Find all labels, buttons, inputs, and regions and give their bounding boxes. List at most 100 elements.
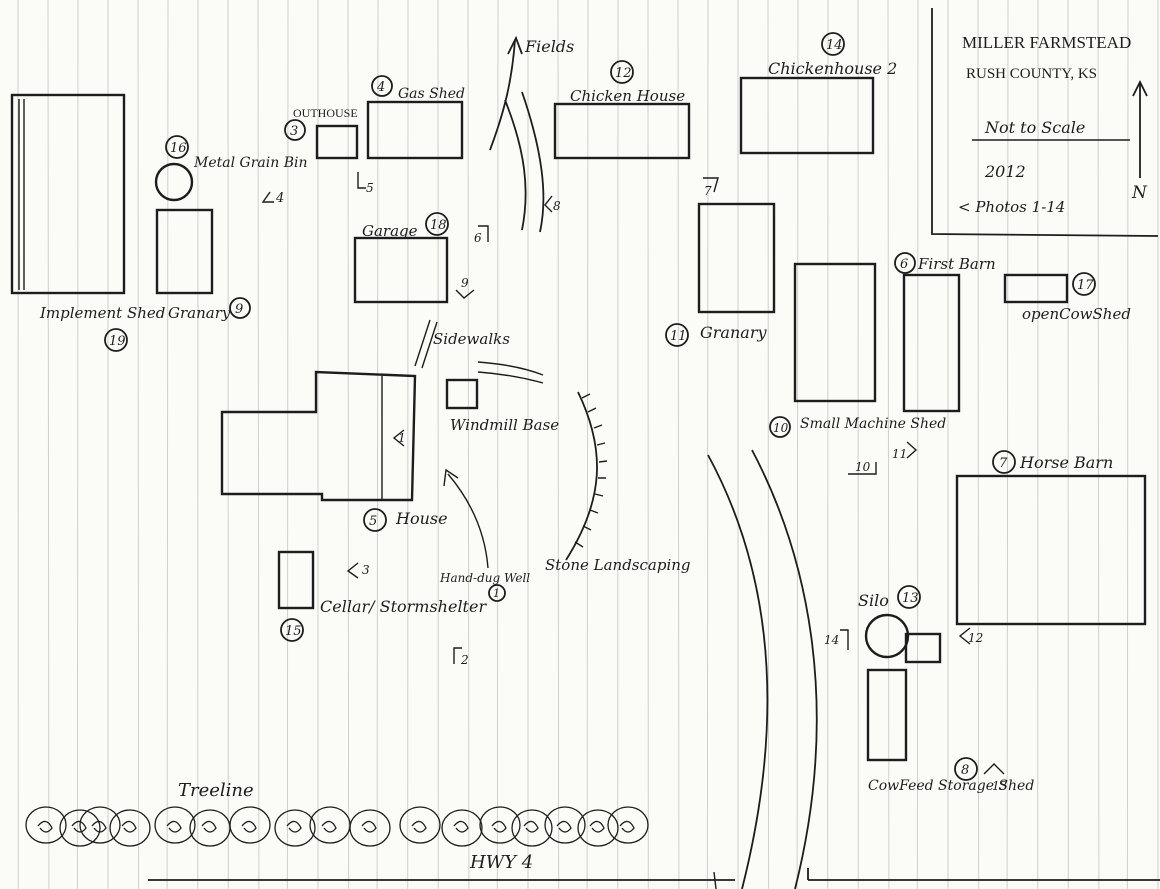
tree-icon <box>309 806 351 844</box>
chicken-house-label: Chicken House <box>570 87 685 105</box>
tree-scribble <box>91 820 107 833</box>
map-year: 2012 <box>984 162 1026 181</box>
first-barn-label: First Barn <box>917 255 996 273</box>
tree-scribble <box>619 820 635 833</box>
tree-icon <box>59 809 101 847</box>
ruled-line <box>586 0 589 889</box>
outhouse: 3 OUTHOUSE <box>284 106 359 160</box>
title-block: MILLER FARMSTEAD RUSH COUNTY, KS Not to … <box>931 8 1159 237</box>
ruled-line <box>677 0 680 889</box>
granary-west: Granary 9 <box>155 208 251 322</box>
sidewalks-label: Sidewalks <box>433 330 510 348</box>
windmill-base-label: Windmill Base <box>450 416 559 434</box>
tree-scribble <box>411 820 427 833</box>
horse-barn: 7 Horse Barn <box>955 450 1147 626</box>
cowfeed-shed-label: CowFeed Storage Shed <box>868 778 1034 794</box>
ruled-line <box>166 0 169 889</box>
tree-icon <box>79 806 121 844</box>
svg-text:12: 12 <box>968 631 983 645</box>
north-label: N <box>1131 183 1148 203</box>
ruled-line <box>47 0 50 889</box>
first-barn-num: 6 <box>900 257 908 272</box>
gas-shed-label: Gas Shed <box>398 86 465 102</box>
tree-icon <box>154 806 196 844</box>
stone-landscaping-label: Stone Landscaping <box>545 556 691 574</box>
open-cow-shed-num: 17 <box>1077 278 1094 293</box>
stone-landscaping: Stone Landscaping <box>545 391 691 574</box>
cellar-stormshelter: Cellar/ Stormshelter 15 <box>277 550 487 642</box>
tree-icon <box>349 809 391 847</box>
chicken-house-num: 12 <box>615 66 632 81</box>
small-machine-shed-num: 10 <box>773 421 789 435</box>
tree-icon <box>229 806 271 844</box>
cowfeed-storage-shed: CowFeed Storage Shed 8 <box>866 668 1034 794</box>
ruled-line <box>767 0 770 889</box>
gas-shed: 4 Gas Shed <box>366 75 465 160</box>
granary-east-label: Granary <box>700 323 767 342</box>
tree-scribble <box>321 820 337 833</box>
open-cow-shed: 17 openCowShed <box>1003 272 1131 323</box>
svg-text:4: 4 <box>275 191 284 206</box>
photo-point-9: 9 <box>455 276 475 299</box>
ruled-line <box>286 0 289 889</box>
house-num: 5 <box>369 514 377 529</box>
sidewalks: Sidewalks <box>414 319 544 384</box>
ruled-line <box>977 0 980 889</box>
tree-icon <box>479 806 521 844</box>
hand-dug-well-num: 1 <box>493 587 500 600</box>
ruled-line <box>347 0 350 889</box>
svg-text:11: 11 <box>892 447 907 461</box>
ruled-line <box>1006 0 1009 889</box>
small-machine-shed-label: Small Machine Shed <box>800 416 946 432</box>
photo-point-12: 12 <box>958 627 983 645</box>
svg-text:6: 6 <box>474 231 482 245</box>
chicken-house-2: 14 Chickenhouse 2 <box>739 32 897 155</box>
ruled-line <box>796 0 799 889</box>
granary-west-num: 9 <box>235 302 243 317</box>
ruled-line <box>376 0 379 889</box>
photo-point-3: 3 <box>346 562 370 579</box>
svg-text:2: 2 <box>460 653 469 667</box>
ruled-line <box>887 0 890 889</box>
svg-text:10: 10 <box>855 460 871 474</box>
tree-scribble <box>556 820 572 833</box>
ruled-line <box>1126 0 1129 889</box>
garage: Garage 18 <box>353 212 449 304</box>
tree-scribble <box>523 820 539 833</box>
photo-point-2: 2 <box>453 647 469 667</box>
photo-point-1: 1 <box>392 429 406 447</box>
tree-icon <box>441 809 483 847</box>
scale-note: Not to Scale <box>984 118 1085 137</box>
grain-bin-label: Metal Grain Bin <box>193 155 307 171</box>
tree-icon <box>25 806 67 844</box>
tree-icon <box>544 806 586 844</box>
implement-shed-label-1: Implement Shed <box>39 304 165 322</box>
ruled-line <box>557 0 560 889</box>
chicken-house: 12 Chicken House <box>553 60 691 160</box>
tree-scribble <box>121 820 137 833</box>
svg-text:14: 14 <box>824 633 839 647</box>
tree-icon <box>511 809 553 847</box>
cowfeed-shed-num: 8 <box>961 763 969 778</box>
photo-point-10: 10 <box>848 460 877 475</box>
photo-point-14: 14 <box>824 629 849 650</box>
implement-shed: Implement Shed 19 <box>10 93 165 352</box>
windmill-base: Windmill Base <box>445 378 559 434</box>
outhouse-label: OUTHOUSE <box>293 106 358 120</box>
photos-note: < Photos 1-14 <box>958 198 1065 216</box>
north-arrow-icon <box>1132 79 1148 178</box>
treeline: Treeline <box>25 780 649 847</box>
svg-text:9: 9 <box>461 276 469 290</box>
first-barn: 6 First Barn <box>894 252 996 413</box>
small-machine-shed: 10 Small Machine Shed <box>769 262 946 438</box>
tree-icon <box>577 809 619 847</box>
open-cow-shed-label: openCowShed <box>1022 305 1131 323</box>
tree-scribble <box>453 820 469 833</box>
hand-dug-well: Hand-dug Well 1 <box>439 468 530 602</box>
hand-dug-well-label: Hand-dug Well <box>439 571 530 585</box>
tree-scribble <box>166 820 182 833</box>
highway: HWY 4 <box>148 852 1160 889</box>
ruled-line <box>467 0 470 889</box>
tree-icon <box>607 806 649 844</box>
svg-text:5: 5 <box>366 181 374 195</box>
